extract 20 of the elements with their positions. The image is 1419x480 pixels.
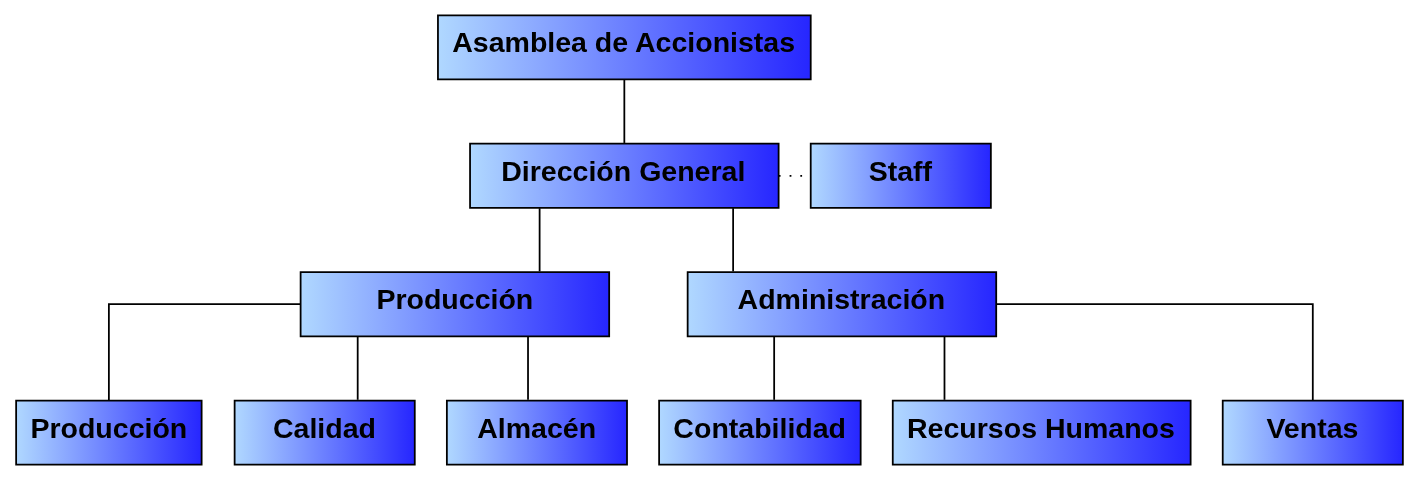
node-box: Producción	[299, 271, 611, 338]
node-box: Administración	[686, 271, 998, 338]
connector	[995, 303, 1314, 402]
connector	[538, 207, 541, 273]
node-box: Ventas	[1221, 399, 1404, 466]
connector	[527, 335, 529, 401]
node-box: Dirección General	[469, 142, 780, 209]
node-box: Contabilidad	[658, 399, 862, 466]
node-box: Calidad	[233, 399, 416, 466]
connector	[108, 303, 302, 402]
node-box: Almacén	[446, 399, 628, 466]
connector	[773, 335, 776, 401]
node-box: Producción	[15, 399, 203, 466]
connector	[623, 78, 626, 144]
node-box: Recursos Humanos	[891, 399, 1192, 466]
connector	[943, 335, 946, 401]
connector	[732, 207, 734, 273]
connector	[356, 335, 359, 401]
node-box: Staff	[809, 142, 992, 209]
node-box: Asamblea de Accionistas	[437, 14, 812, 81]
